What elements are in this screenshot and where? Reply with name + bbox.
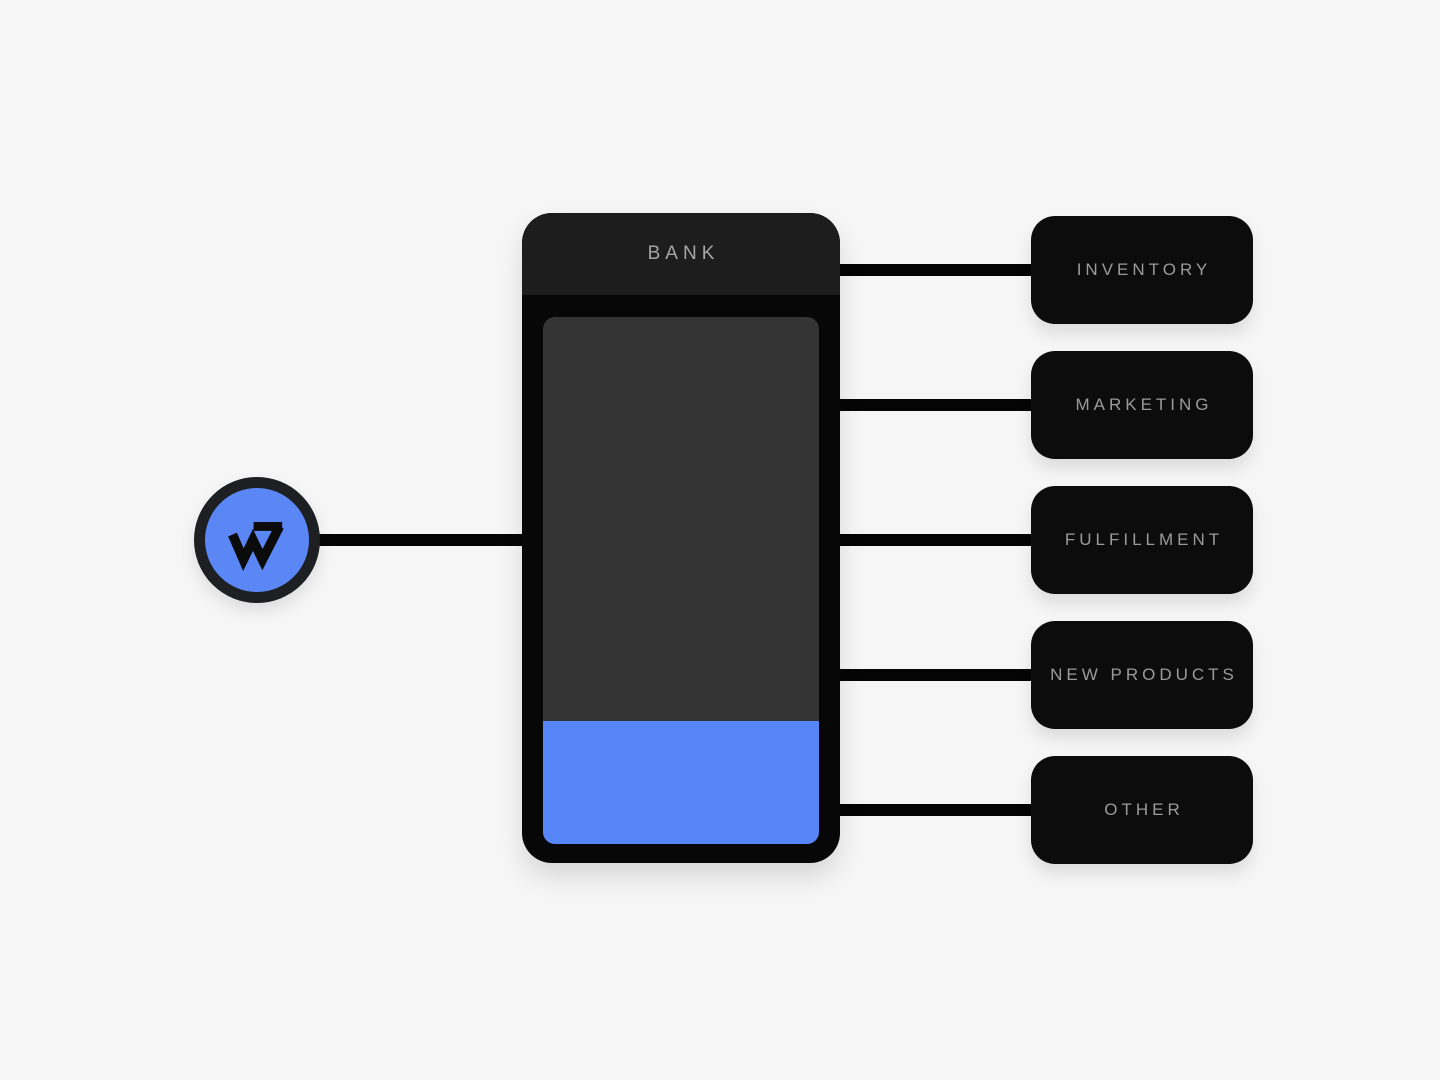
connector-bank-to-other	[834, 804, 1036, 816]
connector-source-to-bank	[257, 534, 535, 546]
category-node-marketing: MARKETING	[1031, 351, 1253, 459]
bank-card-node: BANK	[522, 213, 840, 863]
category-node-new-products: NEW PRODUCTS	[1031, 621, 1253, 729]
category-label: FULFILLMENT	[1064, 530, 1224, 549]
bank-card-title: BANK	[647, 243, 720, 264]
whop-w-logo-icon	[228, 521, 284, 572]
connector-bank-to-new-products	[834, 669, 1036, 681]
source-logo-node	[194, 477, 320, 603]
connector-bank-to-fulfillment	[834, 534, 1036, 546]
category-label: INVENTORY	[1076, 260, 1212, 279]
category-label: MARKETING	[1075, 395, 1213, 414]
connector-bank-to-inventory	[834, 264, 1036, 276]
bank-card-header: BANK	[522, 213, 840, 295]
bank-card-screen	[543, 317, 819, 844]
category-node-inventory: INVENTORY	[1031, 216, 1253, 324]
category-node-fulfillment: FULFILLMENT	[1031, 486, 1253, 594]
connector-bank-to-marketing	[834, 399, 1036, 411]
category-label: OTHER	[1104, 800, 1184, 819]
bank-card-balance-fill	[543, 721, 819, 844]
category-label: NEW PRODUCTS	[1050, 665, 1238, 684]
category-node-other: OTHER	[1031, 756, 1253, 864]
